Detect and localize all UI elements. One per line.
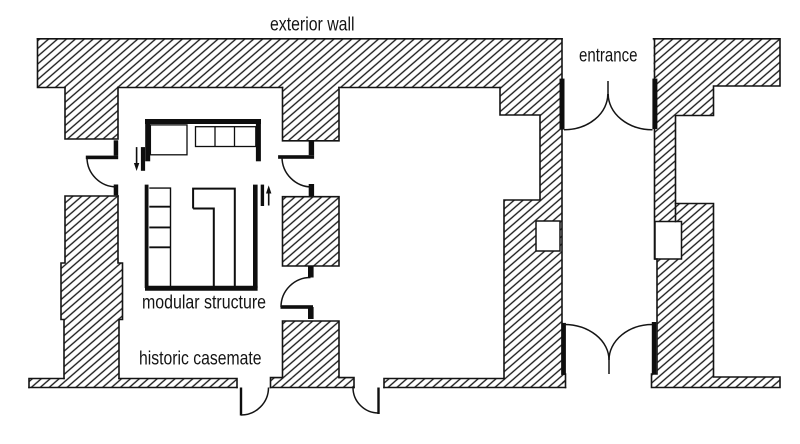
svg-text:entrance: entrance [579,46,638,67]
svg-text:exterior wall: exterior wall [270,15,355,36]
svg-text:modular structure: modular structure [142,293,266,314]
svg-text:historic casemate: historic casemate [139,349,262,370]
